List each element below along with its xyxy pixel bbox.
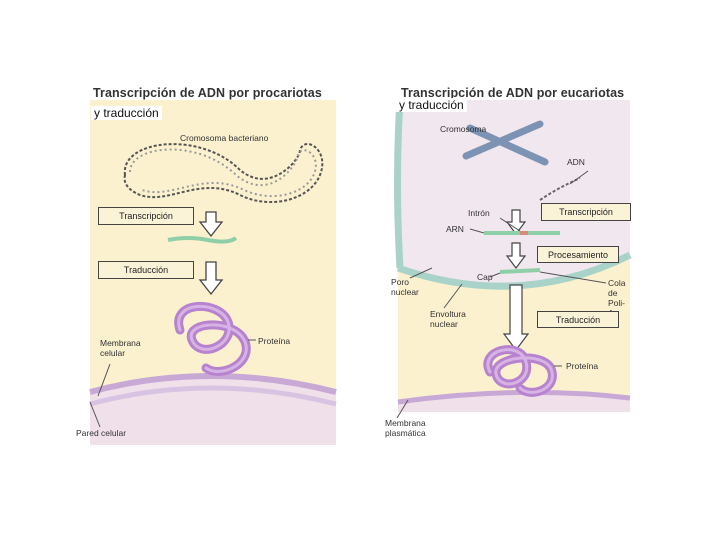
mrna-strand xyxy=(167,236,238,244)
prokaryote-title: Transcripción de ADN por procariotas xyxy=(93,86,322,100)
down-arrow-icon xyxy=(502,284,530,351)
leader-line xyxy=(469,228,485,234)
rna-label: ARN xyxy=(446,224,464,234)
bacterial-chromosome-label: Cromosoma bacteriano xyxy=(180,133,269,143)
nuclear-pore-label: Poro nuclear xyxy=(391,277,419,297)
protein-coil xyxy=(174,301,251,376)
transcription-box: Transcripción xyxy=(98,207,194,225)
processing-box: Procesamiento xyxy=(537,246,619,263)
nuclear-envelope-side xyxy=(394,99,404,269)
leader-line xyxy=(396,399,409,419)
translation-box: Traducción xyxy=(98,261,194,279)
cell-wall-band xyxy=(89,385,337,407)
leader-line xyxy=(499,217,521,232)
protein-coil xyxy=(483,345,557,397)
eukaryote-title: Transcripción de ADN por eucariotas xyxy=(401,86,625,100)
leader-line xyxy=(489,272,501,278)
translation-box: Traducción xyxy=(537,311,619,328)
leader-line xyxy=(443,283,463,309)
cap-label: Cap xyxy=(477,272,493,282)
plasma-membrane-band xyxy=(397,389,631,405)
cell-wall-label: Pared celular xyxy=(76,428,127,438)
intron-label: Intrón xyxy=(468,208,490,218)
down-arrow-icon xyxy=(198,211,224,238)
protein-label: Proteína xyxy=(258,336,291,346)
cell-membrane-label: Membrana celular xyxy=(100,338,141,358)
transcription-box: Transcripción xyxy=(541,203,631,221)
nuclear-envelope-label: Envoltura nuclear xyxy=(430,309,466,329)
plasma-membrane-label: Membrana plasmática xyxy=(385,418,426,438)
bacterial-chromosome xyxy=(123,143,324,203)
down-arrow-icon xyxy=(505,209,527,235)
leader-line xyxy=(89,401,101,428)
chromosome-label: Cromosoma xyxy=(440,124,487,134)
leader-line xyxy=(97,363,111,397)
protein-label: Proteína xyxy=(566,361,599,371)
cell-membrane-band xyxy=(89,373,337,395)
mature-mrna xyxy=(499,268,541,274)
chromosome-icon xyxy=(462,120,549,166)
leader-line xyxy=(569,170,589,185)
prokaryote-subtitle: y traducción xyxy=(91,106,162,120)
leader-line xyxy=(409,267,433,279)
down-arrow-icon xyxy=(198,261,224,296)
dna-label: ADN xyxy=(567,157,585,167)
eukaryote-subtitle: y traducción xyxy=(396,98,467,112)
down-arrow-icon xyxy=(505,242,527,269)
leader-line xyxy=(539,271,607,284)
nucleus xyxy=(398,100,630,287)
